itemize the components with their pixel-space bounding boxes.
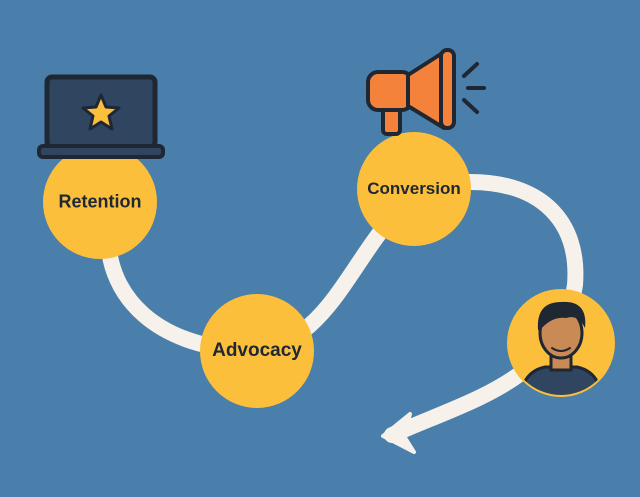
sound-wave-bottom (462, 98, 479, 114)
arrowhead-icon (381, 412, 416, 454)
journey-path (100, 173, 584, 443)
laptop-star-icon (37, 74, 165, 159)
node-retention (43, 145, 157, 259)
megaphone-icon (366, 48, 486, 136)
sound-wave-top (462, 62, 479, 78)
star-icon (81, 93, 121, 131)
node-advocacy (200, 294, 314, 408)
node-conversion (357, 132, 471, 246)
